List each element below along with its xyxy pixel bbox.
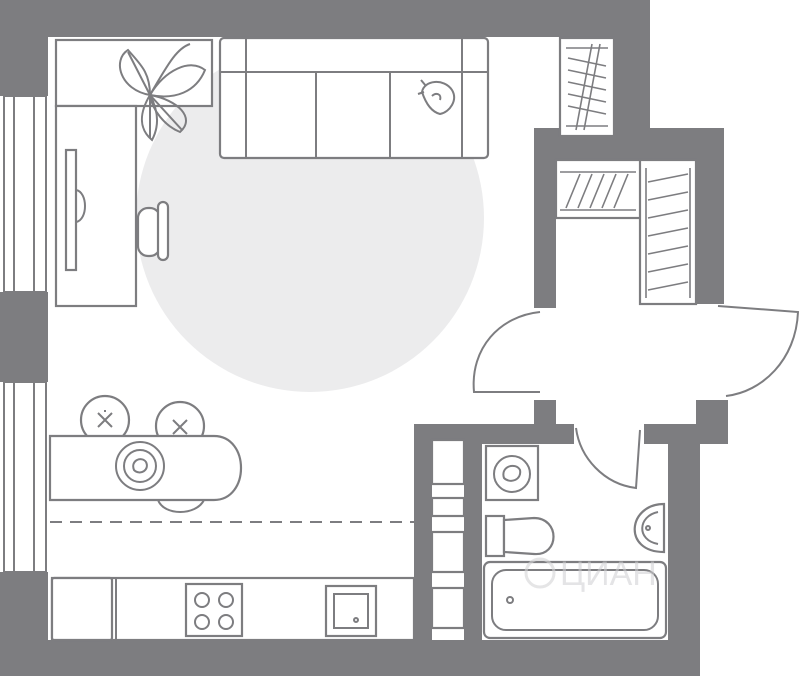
wardrobe-top	[558, 36, 616, 138]
window-bottom-left	[3, 381, 47, 573]
watermark-logo-icon	[524, 557, 556, 589]
sink-icon	[324, 584, 378, 638]
office-chair-icon	[136, 200, 170, 262]
cat-icon	[417, 79, 456, 116]
entry-door-left	[472, 311, 541, 393]
plant-icon	[118, 43, 207, 142]
bar-table	[48, 434, 243, 502]
washbasin-icon	[633, 502, 666, 554]
wardrobe-niche	[554, 158, 698, 306]
bathroom-door	[575, 427, 641, 490]
watermark-text: ЦИАН	[560, 555, 657, 593]
monitor-icon	[64, 148, 86, 272]
hall-shelves	[430, 438, 466, 630]
window-top-left	[3, 95, 47, 293]
stove-icon	[184, 582, 244, 638]
sofa	[218, 36, 490, 160]
desk	[54, 38, 214, 308]
bar-stool-bottom	[157, 499, 205, 513]
walls	[0, 0, 728, 676]
plate-icon	[115, 441, 165, 491]
toilet-icon	[484, 514, 555, 558]
washing-machine-icon	[484, 444, 540, 502]
entry-door-right	[717, 305, 800, 397]
